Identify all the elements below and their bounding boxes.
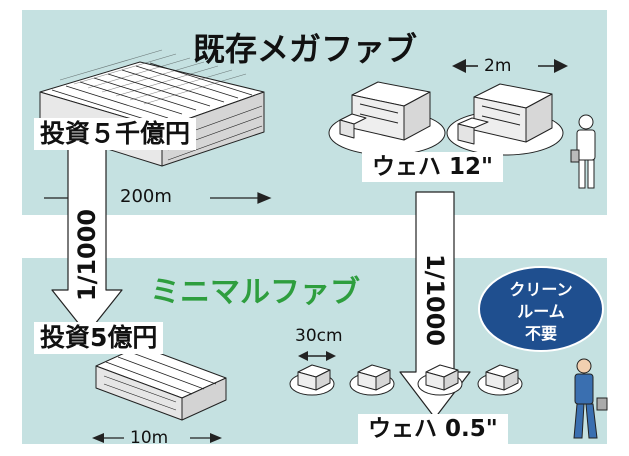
tool-size-label-top: 2m xyxy=(484,56,512,76)
clean-room-badge-line-3: 不要 xyxy=(524,324,558,343)
small-tools-icon xyxy=(289,364,523,396)
worker-top-icon xyxy=(570,114,596,189)
clean-room-badge xyxy=(478,266,604,352)
width-dimension-bottom xyxy=(92,433,222,443)
cost-label-bottom: 投資5億円 xyxy=(34,322,164,354)
clean-room-badge-line-2: ルーム xyxy=(517,302,565,321)
wafer-label-bottom: ウェハ 0.5" xyxy=(358,414,508,444)
large-tools-icon xyxy=(328,81,564,156)
cost-ratio-label: 1/1000 xyxy=(73,208,101,302)
minimalfab-title: ミニマルファブ xyxy=(150,275,360,310)
width-label-bottom: 10m xyxy=(130,428,169,448)
tool-size-dimension-bottom xyxy=(298,351,336,361)
tool-size-dimension-top xyxy=(452,59,568,73)
wafer-label-top: ウェハ 12" xyxy=(362,152,503,182)
megafab-title: 既存メガファブ xyxy=(193,30,418,68)
tool-size-label-bottom: 30cm xyxy=(295,326,343,346)
worker-bottom-icon xyxy=(573,358,608,439)
clean-room-badge-line-1: クリーン xyxy=(509,280,573,299)
cost-label-top: 投資５千億円 xyxy=(34,118,197,150)
cost-ratio-arrow xyxy=(51,127,123,335)
width-label-top: 200m xyxy=(120,186,172,207)
wafer-ratio-arrow xyxy=(399,191,471,419)
minimalfab-building-icon xyxy=(95,345,227,421)
wafer-ratio-label: 1/1000 xyxy=(421,253,449,347)
